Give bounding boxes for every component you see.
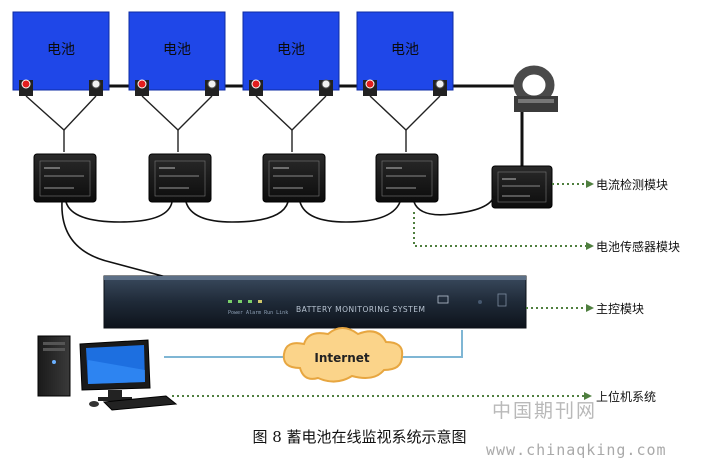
- leader-arrowheads: [584, 180, 594, 400]
- svg-text:Power Alarm Run Link: Power Alarm Run Link: [228, 310, 288, 316]
- sensor-chain-cables: [61, 195, 495, 279]
- main-controller: Power Alarm Run Link BATTERY MONITORING …: [103, 275, 527, 329]
- figure-caption: 图 8 蓄电池在线监视系统示意图: [252, 428, 467, 446]
- current-sensor-module: [491, 165, 553, 209]
- battery-4: 电池: [356, 11, 454, 91]
- battery-label: 电池: [163, 42, 191, 58]
- leader-lines: [172, 183, 586, 397]
- internet-cloud: Internet: [282, 327, 404, 383]
- watermark-cn: 中国期刊网: [492, 400, 598, 422]
- battery-sensor-3: [262, 153, 326, 203]
- computer-tower-icon: [37, 335, 71, 397]
- battery-sensor-1: [33, 153, 97, 203]
- watermark-url: www.chinaqking.com: [486, 441, 667, 459]
- battery-label: 电池: [47, 42, 75, 58]
- keyboard-icon: [89, 395, 178, 411]
- label-battery-sensor: 电池传感器模块: [596, 240, 681, 254]
- battery-label: 电池: [277, 42, 305, 58]
- label-main-control: 主控模块: [596, 302, 645, 316]
- battery-1: 电池: [12, 11, 110, 91]
- battery-label: 电池: [391, 42, 419, 58]
- sensor-leads: [25, 95, 441, 152]
- network-links: [164, 330, 463, 358]
- battery-3: 电池: [242, 11, 340, 91]
- internet-label: Internet: [314, 351, 369, 365]
- battery-2: 电池: [128, 11, 226, 91]
- battery-sensor-4: [375, 153, 439, 203]
- controller-label: BATTERY MONITORING SYSTEM: [296, 305, 425, 314]
- label-current-module: 电流检测模块: [596, 178, 669, 192]
- computer-monitor-icon: [79, 339, 151, 401]
- label-host-system: 上位机系统: [596, 390, 657, 404]
- battery-terminals: [19, 79, 447, 96]
- current-clamp: [513, 65, 558, 168]
- battery-sensor-2: [148, 153, 212, 203]
